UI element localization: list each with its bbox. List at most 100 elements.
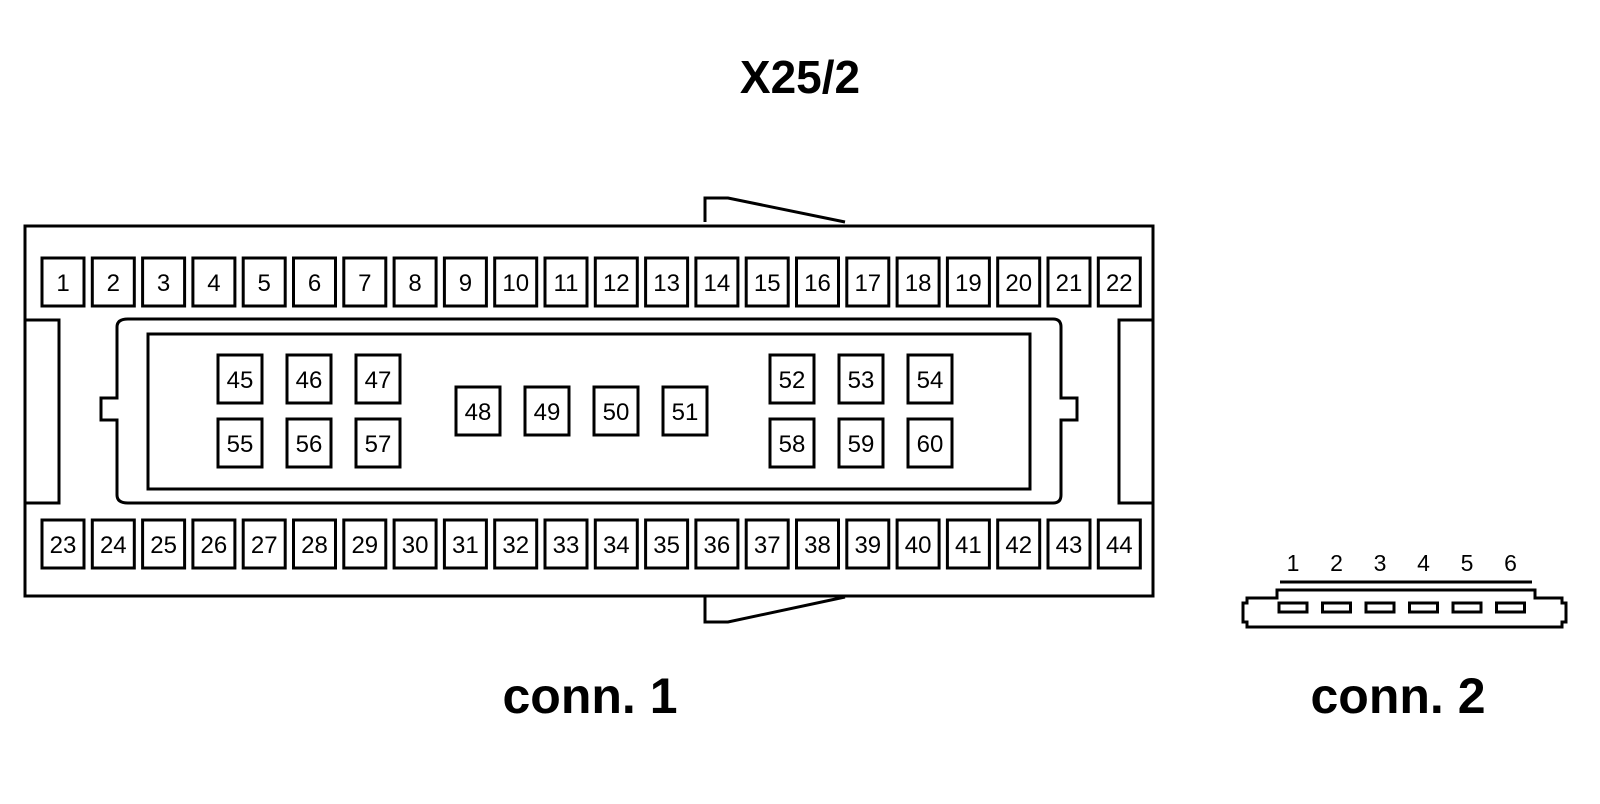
pin-32: 32 [493, 518, 539, 570]
pin-label: 3 [157, 270, 170, 297]
pin-26: 26 [191, 518, 237, 570]
pin-label: 29 [351, 532, 378, 559]
pin-label: 31 [452, 532, 479, 559]
pin-25: 25 [141, 518, 187, 570]
top-latch [703, 196, 846, 224]
connector-2 [1241, 580, 1568, 629]
pin-label: 60 [917, 431, 944, 458]
pin-33: 33 [543, 518, 589, 570]
pin-label: 38 [804, 532, 831, 559]
pin-59: 59 [837, 417, 885, 469]
pin-box [241, 256, 287, 308]
pin-label: 59 [848, 431, 875, 458]
pin-box [342, 518, 388, 570]
pin-label: 42 [1005, 532, 1032, 559]
pin-label: 17 [854, 270, 881, 297]
pin-label: 55 [227, 431, 254, 458]
pin-label: 18 [905, 270, 932, 297]
pin-label: 54 [917, 367, 944, 394]
pin-39: 39 [845, 518, 891, 570]
pin-label: 12 [603, 270, 630, 297]
pin-4: 4 [191, 256, 237, 308]
conn2-pin-label-3: 3 [1374, 550, 1387, 576]
pin-27: 27 [241, 518, 287, 570]
inner-cavity [146, 332, 1032, 491]
pin-box [493, 518, 539, 570]
pin-label: 51 [672, 399, 699, 426]
pin-box [1046, 518, 1092, 570]
pin-52: 52 [768, 353, 816, 405]
pin-14: 14 [694, 256, 740, 308]
pin-box [442, 256, 488, 308]
pin-label: 24 [100, 532, 127, 559]
pin-42: 42 [996, 518, 1042, 570]
bottom-latch [703, 595, 846, 624]
pin-box [354, 353, 402, 405]
pin-label: 19 [955, 270, 982, 297]
pin-9: 9 [442, 256, 488, 308]
pin-label: 21 [1056, 270, 1083, 297]
pin-label: 33 [553, 532, 580, 559]
pin-label: 10 [502, 270, 529, 297]
connector-2-label: conn. 2 [1310, 668, 1485, 724]
pin-55: 55 [216, 417, 264, 469]
pin-box [141, 256, 187, 308]
pin-label: 53 [848, 367, 875, 394]
pin-24: 24 [90, 518, 136, 570]
pin-60: 60 [906, 417, 954, 469]
pin-box [592, 385, 640, 437]
pin-label: 11 [554, 270, 579, 297]
pin-box [141, 518, 187, 570]
pin-label: 26 [201, 532, 228, 559]
right-guide-rail [1117, 318, 1155, 505]
pin-16: 16 [795, 256, 840, 308]
pin-1: 1 [40, 256, 86, 308]
pin-21: 21 [1046, 256, 1092, 308]
pin-label: 45 [227, 367, 254, 394]
pin-label: 46 [296, 367, 323, 394]
pin-53: 53 [837, 353, 885, 405]
pin-37: 37 [744, 518, 790, 570]
pin-49: 49 [523, 385, 571, 437]
pin-57: 57 [354, 417, 402, 469]
pin-box [285, 353, 333, 405]
pin-6: 6 [292, 256, 337, 308]
pin-45: 45 [216, 353, 264, 405]
pin-box [40, 518, 86, 570]
connector-2-housing [1241, 588, 1568, 629]
pin-box [523, 385, 571, 437]
pin-2: 2 [90, 256, 136, 308]
pin-label: 41 [955, 532, 982, 559]
pin-box [837, 353, 885, 405]
pin-18: 18 [895, 256, 941, 308]
pin-10: 10 [493, 256, 539, 308]
pin-box [895, 518, 941, 570]
pin-label: 32 [502, 532, 529, 559]
pin-label: 23 [50, 532, 77, 559]
conn2-pin-slot-5 [1451, 601, 1483, 614]
pin-label: 52 [779, 367, 806, 394]
pin-box [493, 256, 539, 308]
pin-label: 27 [251, 532, 278, 559]
pin-box [845, 256, 891, 308]
diagram-title: X25/2 [740, 51, 860, 103]
pin-41: 41 [945, 518, 991, 570]
pin-box [191, 518, 237, 570]
pin-box [895, 256, 941, 308]
pin-box [945, 518, 991, 570]
pin-8: 8 [392, 256, 438, 308]
pin-box [392, 518, 438, 570]
pin-label: 35 [653, 532, 680, 559]
pin-label: 56 [296, 431, 323, 458]
pin-box [694, 256, 740, 308]
pin-box [768, 353, 816, 405]
pin-box [292, 518, 337, 570]
pin-label: 2 [107, 270, 120, 297]
pin-box [442, 518, 488, 570]
conn2-pin-slot-1 [1277, 601, 1309, 614]
pin-50: 50 [592, 385, 640, 437]
pin-46: 46 [285, 353, 333, 405]
pin-label: 8 [408, 270, 421, 297]
pin-54: 54 [906, 353, 954, 405]
